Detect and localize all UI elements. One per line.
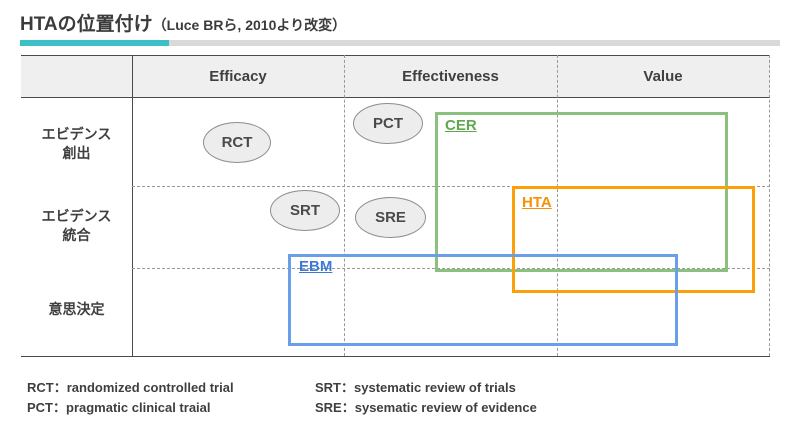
scope-label-ebm: EBM — [299, 258, 333, 275]
legend-srt: SRT：systematic review of trials — [315, 380, 516, 395]
chip-pct: PCT — [353, 103, 423, 144]
matrix-header-border — [21, 97, 770, 98]
column-header-value: Value — [643, 68, 683, 85]
row-label-evidence-synthesis: エビデンス統合 — [41, 208, 112, 243]
matrix-header-band — [21, 56, 770, 97]
matrix-column-divider-2 — [557, 55, 558, 356]
matrix-column-divider-3 — [769, 55, 770, 356]
abbreviation-legend: RCT：randomized controlled trial SRT：syst… — [27, 378, 537, 418]
scope-box-ebm — [288, 254, 678, 346]
matrix-column-divider-1 — [344, 55, 345, 356]
scope-label-cer: CER — [445, 117, 477, 134]
page-title: HTAの位置付け（Luce BRら, 2010より改変） — [20, 9, 346, 36]
matrix-bottom-border — [21, 356, 770, 357]
row-label-evidence-generation: エビデンス創出 — [41, 126, 112, 161]
matrix-row-divider-1 — [132, 186, 770, 187]
legend-row: PCT：pragmatic clinical traial SRE：sysema… — [27, 398, 537, 418]
scope-box-cer — [435, 112, 728, 272]
matrix-row-divider-2 — [132, 268, 770, 269]
column-header-effectiveness: Effectiveness — [402, 68, 499, 85]
page-title-source: （Luce BRら, 2010より改変） — [152, 17, 347, 33]
chip-sre: SRE — [355, 197, 426, 238]
matrix-label-column-border — [132, 55, 133, 356]
legend-row: RCT：randomized controlled trial SRT：syst… — [27, 378, 537, 398]
legend-pct: PCT：pragmatic clinical traial — [27, 400, 211, 416]
column-header-efficacy: Efficacy — [209, 68, 267, 85]
chip-rct: RCT — [203, 122, 271, 163]
row-label-decision-making: 意思決定 — [48, 301, 105, 317]
scope-label-hta: HTA — [522, 194, 552, 211]
title-accent-rule-fill — [20, 40, 169, 46]
title-accent-rule — [20, 40, 780, 46]
legend-sre: SRE：sysematic review of evidence — [315, 400, 537, 416]
page-title-main: HTAの位置付け — [20, 14, 153, 35]
scope-box-hta — [512, 186, 755, 293]
chip-srt: SRT — [270, 190, 340, 231]
legend-rct: RCT：randomized controlled trial — [27, 380, 234, 395]
positioning-matrix: Efficacy Effectiveness Value エビデンス創出 エビデ… — [21, 55, 770, 357]
matrix-top-border — [21, 55, 770, 56]
